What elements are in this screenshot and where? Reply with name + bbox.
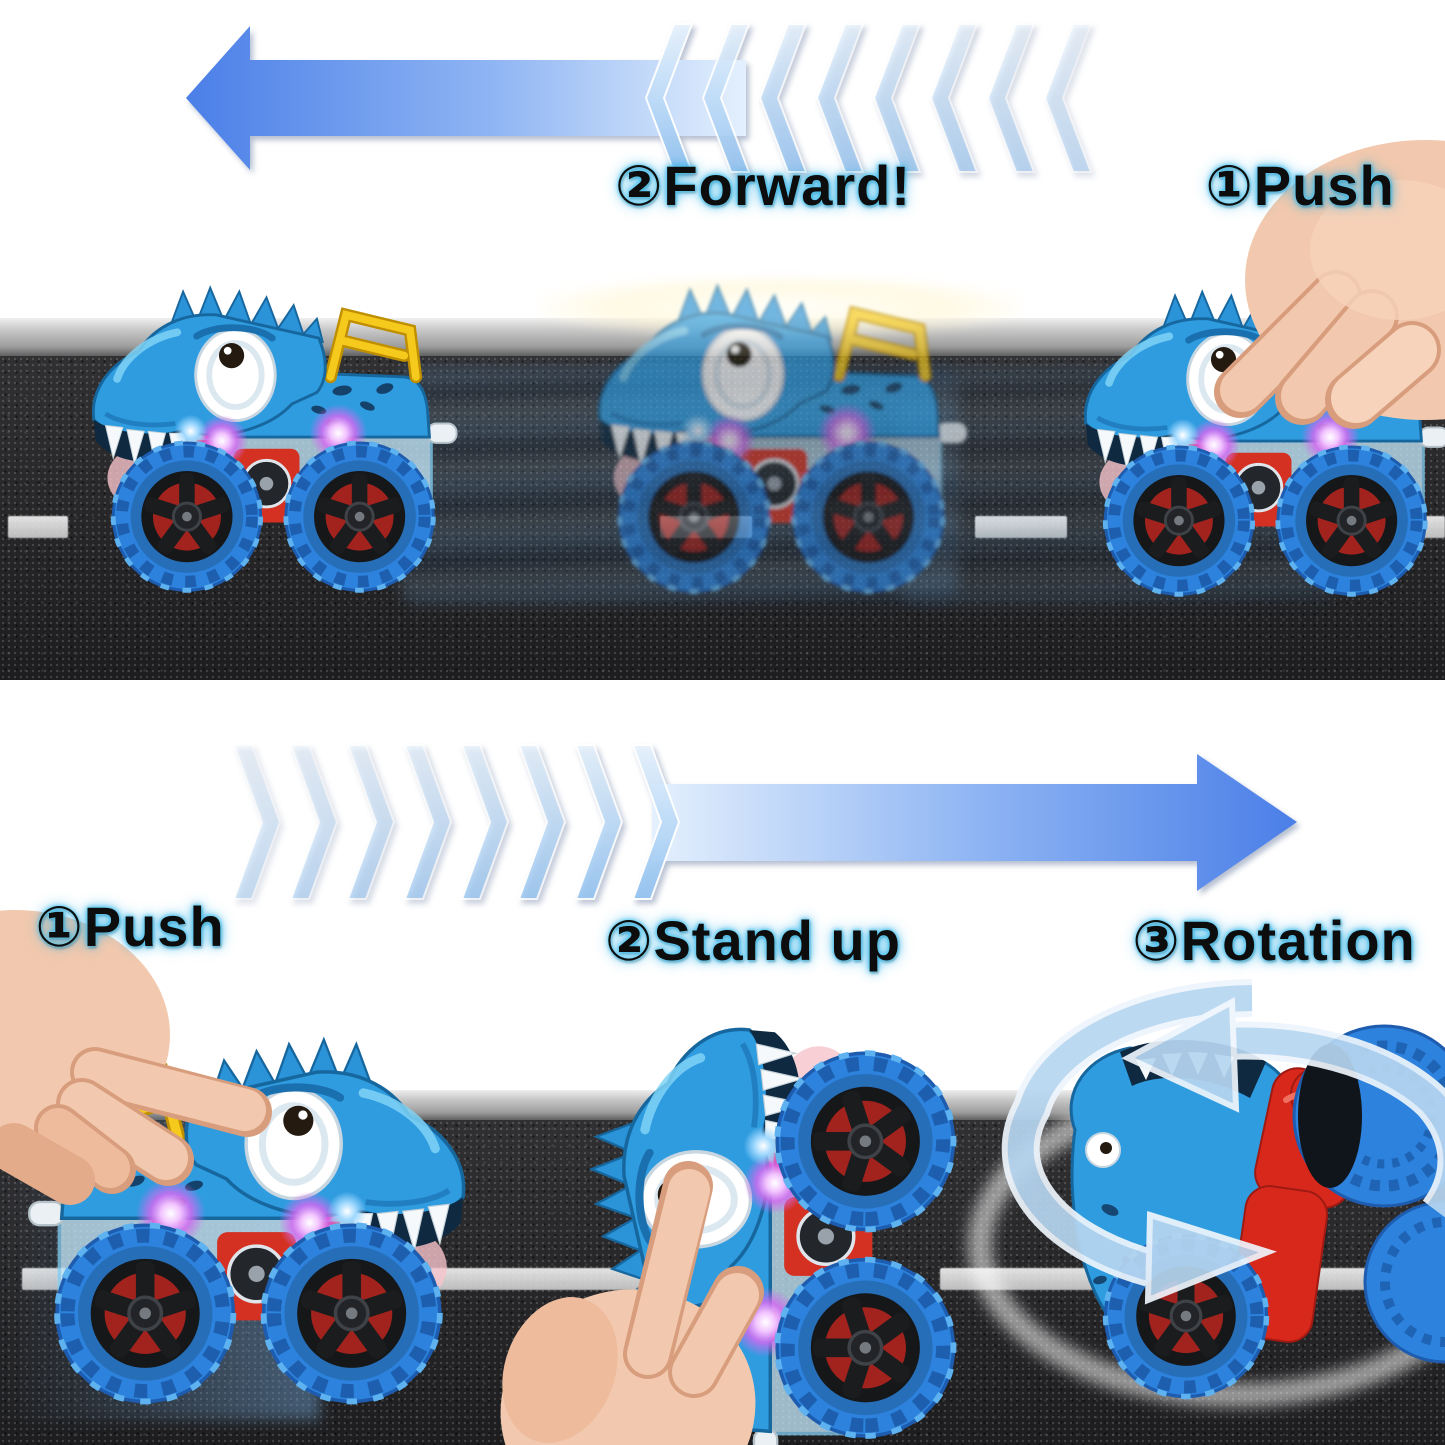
lane-marking (975, 516, 1067, 538)
truck-top-middle-ghost (599, 286, 966, 592)
label-push-top: ①Push (1205, 154, 1395, 217)
label-forward: ②Forward! (615, 154, 911, 217)
rotation-arrow-icon (1001, 979, 1445, 1305)
child-hand-bottom-center (500, 1161, 764, 1445)
speed-chevrons-right (232, 744, 681, 900)
label-stand-up: ②Stand up (605, 909, 901, 972)
child-hand-pushing-top (1214, 140, 1445, 429)
label-rotation: ③Rotation (1132, 909, 1416, 972)
child-hand-pushing-bottom-left (0, 910, 272, 1205)
forward-arrow-bottom (212, 742, 1312, 922)
label-push-bottom: ①Push (35, 895, 225, 958)
forward-arrow-top (186, 22, 1136, 179)
speed-chevrons-left (644, 23, 1093, 173)
lane-marking (8, 516, 68, 538)
truck-rotating (968, 979, 1445, 1407)
truck-top-left (93, 288, 456, 591)
